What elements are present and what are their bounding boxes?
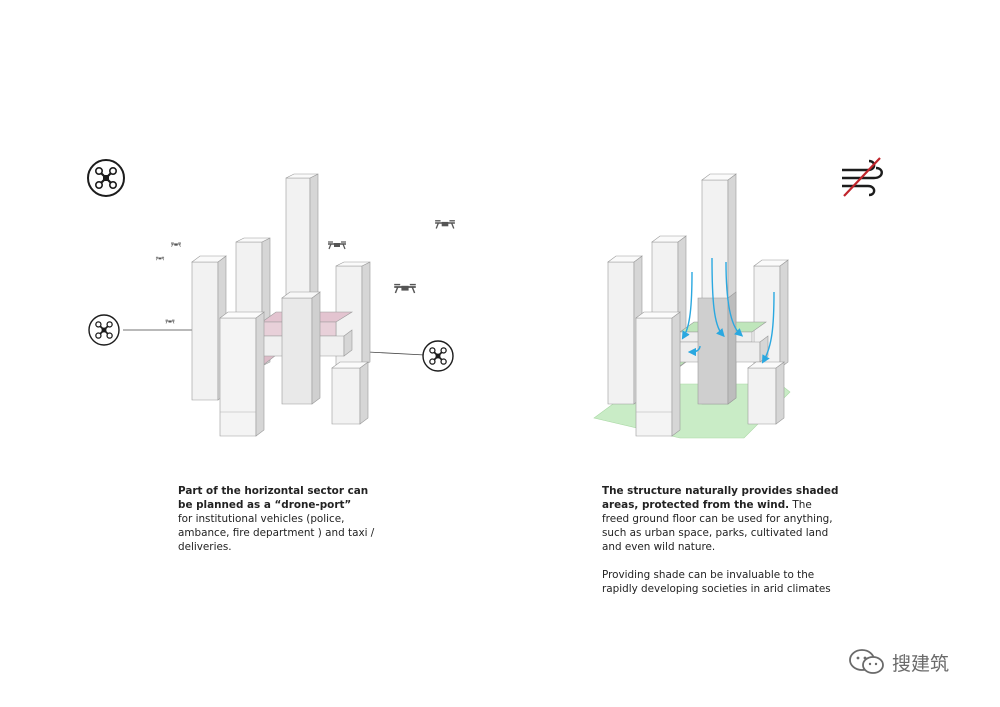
flying-drone-icon <box>327 241 347 250</box>
watermark-text: 搜建筑 <box>892 652 950 675</box>
flying-drone-icon <box>165 319 175 324</box>
caption-heading: The structure naturally provides shaded … <box>602 485 839 511</box>
drone-icon <box>87 159 125 197</box>
wind-arrows <box>681 257 775 364</box>
caption-heading: Part of the horizontal sector can be pla… <box>178 485 369 511</box>
leader-line-right <box>367 351 426 356</box>
tower-block <box>635 311 681 437</box>
drone-icon <box>88 314 120 346</box>
core-block <box>697 291 737 405</box>
drone-port-caption: Part of the horizontal sector can be pla… <box>178 484 378 554</box>
caption-body: The freed ground floor can be used for a… <box>602 499 833 553</box>
drone-port-diagram <box>87 159 456 437</box>
caption-body: for institutional vehicles (police, amba… <box>178 513 375 553</box>
caption-paragraph-2: Providing shade can be invaluable to the… <box>602 569 831 595</box>
flying-drone-icon <box>155 256 165 261</box>
watermark: 搜建筑 <box>848 648 949 676</box>
tower-block <box>331 361 369 425</box>
wechat-icon <box>849 649 884 674</box>
core-block <box>281 291 321 405</box>
drone-icon <box>422 340 454 372</box>
tower-block <box>747 361 785 425</box>
flying-drone-icon <box>434 220 456 230</box>
tower-block <box>219 311 265 437</box>
flying-drone-icon <box>393 283 417 294</box>
no-wind-icon <box>842 157 883 197</box>
shade-caption: The structure naturally provides shaded … <box>602 484 842 596</box>
shade-wind-diagram <box>593 157 883 439</box>
flying-drone-icon <box>170 242 182 248</box>
